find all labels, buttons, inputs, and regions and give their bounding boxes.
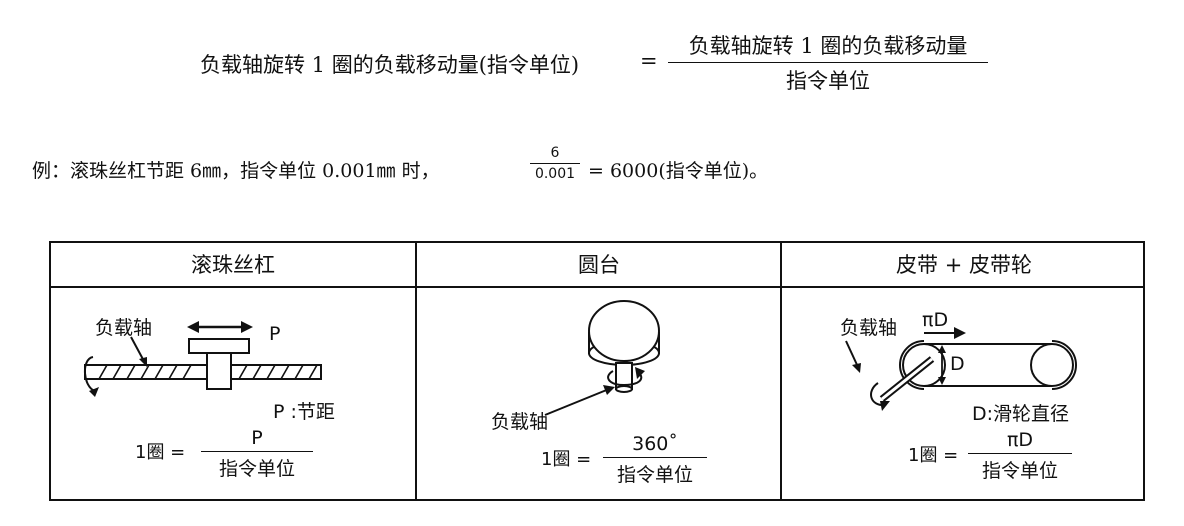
fraction-numerator: P [251, 427, 263, 449]
column-title-ball-screw: 滚珠丝杠 [191, 253, 275, 277]
turntable-fraction: 360˚ 指令单位 [603, 433, 707, 487]
one-turn-label: 1圈 = [908, 445, 959, 466]
fraction-bar [668, 62, 988, 63]
example-fraction: 6 0.001 [530, 145, 580, 182]
formula-lhs: 负载轴旋转 1 圈的负载移动量(指令单位) [200, 53, 580, 77]
example-numerator: 6 [550, 145, 560, 161]
turntable-diagram [544, 300, 660, 416]
column-divider [415, 243, 417, 499]
example-text: 例：滚珠丝杠节距 6㎜，指令单位 0.001㎜ 时， [32, 160, 440, 182]
example-result: = 6000(指令单位)。 [588, 160, 769, 182]
diameter-note: D:滑轮直径 [972, 403, 1070, 425]
cell-turntable: 负载轴 1圈 = 360˚ 指令单位 [417, 287, 781, 501]
d-label: D [950, 353, 965, 375]
belt-pulley-fraction: πD 指令单位 [968, 429, 1072, 483]
pi-d-label: πD [922, 309, 949, 331]
column-divider [780, 243, 782, 499]
cell-ball-screw: 负载轴 P P :节距 1圈 = P 指令单位 [51, 287, 415, 501]
fraction-numerator: πD [1006, 429, 1034, 451]
one-turn-label: 1圈 = [541, 449, 592, 470]
belt-pulley-diagram [845, 327, 1077, 411]
load-axis-label: 负载轴 [95, 317, 153, 339]
fraction-bar [201, 451, 313, 452]
fraction-numerator: 360˚ [632, 433, 678, 455]
p-label: P [269, 323, 281, 345]
cell-belt-pulley: 负载轴 πD D D:滑轮直径 1圈 = πD 指令单位 [782, 287, 1146, 501]
fraction-denominator: 指令单位 [981, 460, 1058, 482]
column-title-turntable: 圆台 [578, 253, 620, 277]
pitch-note: P :节距 [273, 401, 335, 423]
formula-equals: = [640, 49, 658, 73]
load-axis-label: 负载轴 [491, 411, 549, 433]
load-axis-label: 负载轴 [840, 317, 898, 339]
fraction-denominator: 指令单位 [218, 458, 295, 480]
main-formula: 负载轴旋转 1 圈的负载移动量(指令单位) = 负载轴旋转 1 圈的负载移动量 … [0, 28, 1184, 98]
fraction-denominator: 指令单位 [616, 464, 693, 486]
fraction-bar [968, 453, 1072, 454]
formula-fraction: 负载轴旋转 1 圈的负载移动量 指令单位 [668, 30, 988, 95]
ball-screw-fraction: P 指令单位 [201, 427, 313, 481]
example-line: 例：滚珠丝杠节距 6㎜，指令单位 0.001㎜ 时， 6 0.001 = 600… [32, 143, 932, 193]
one-turn-label: 1圈 = [135, 442, 186, 463]
column-title-belt-pulley: 皮带 + 皮带轮 [896, 253, 1032, 277]
example-denominator: 0.001 [534, 166, 576, 182]
mechanism-table: 滚珠丝杠 圆台 皮带 + 皮带轮 负载轴 P [49, 241, 1145, 501]
formula-numerator: 负载轴旋转 1 圈的负载移动量 [688, 34, 968, 58]
fraction-bar [603, 457, 707, 458]
ball-screw-diagram [84, 321, 322, 397]
header-divider [51, 286, 1143, 288]
fraction-bar [530, 163, 580, 164]
formula-denominator: 指令单位 [786, 69, 870, 93]
